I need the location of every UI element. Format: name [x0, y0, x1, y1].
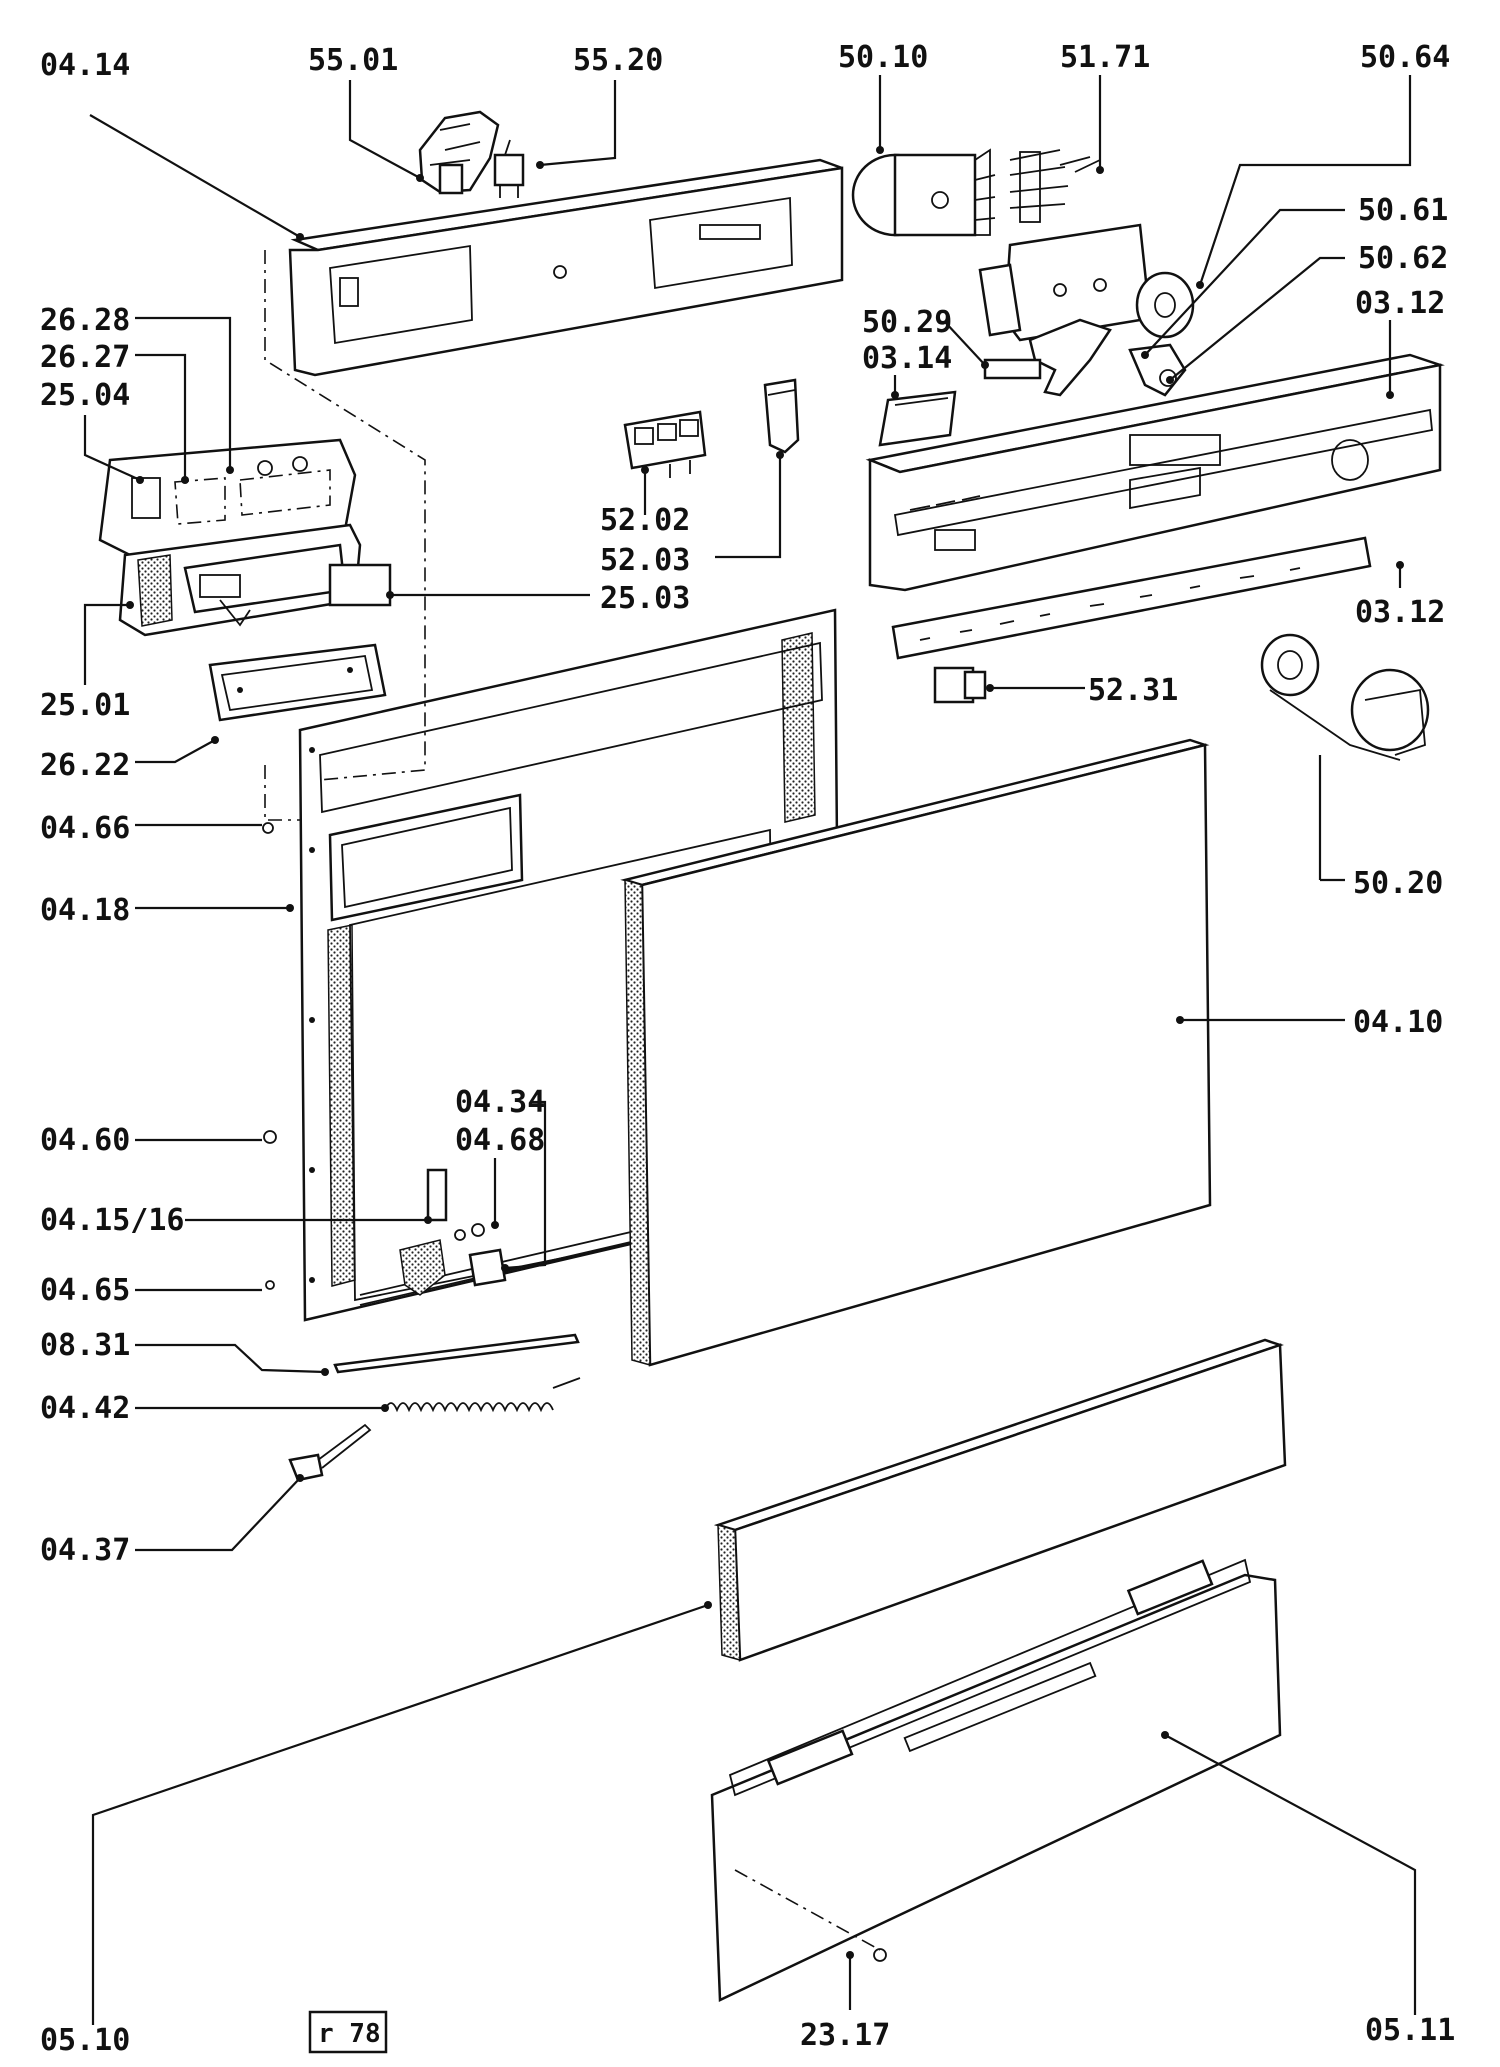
part-dispenser-body [118, 523, 392, 637]
part-connector [933, 666, 987, 704]
label-04-14: 04.14 [40, 48, 130, 83]
label-51-71: 51.71 [1060, 40, 1150, 75]
label-26-28: 26.28 [40, 303, 130, 338]
label-04-65: 04.65 [40, 1273, 130, 1308]
part-small-cover [878, 390, 957, 447]
label-04-15-16: 04.15/16 [40, 1203, 185, 1238]
label-52-03: 52.03 [600, 543, 690, 578]
label-55-20: 55.20 [573, 43, 663, 78]
label-03-12-top: 03.12 [1355, 286, 1445, 321]
part-outer-door-panel [620, 738, 1212, 1367]
part-terminal-block [623, 410, 707, 480]
label-52-31: 52.31 [1088, 673, 1178, 708]
label-08-31: 08.31 [40, 1328, 130, 1363]
part-decal-strip [891, 536, 1372, 660]
label-05-10: 05.10 [40, 2023, 130, 2058]
part-micro-switch [493, 139, 525, 198]
label-03-12-bottom: 03.12 [1355, 595, 1445, 630]
label-23-17: 23.17 [800, 2018, 890, 2053]
label-04-34: 04.34 [455, 1085, 545, 1120]
part-labels: 04.14 55.01 55.20 50.10 51.71 50.64 50.6… [40, 40, 1455, 2058]
label-50-10: 50.10 [838, 40, 928, 75]
part-timer-motor [851, 148, 1101, 237]
part-hinge-lever [288, 1423, 372, 1482]
label-50-62: 50.62 [1358, 241, 1448, 276]
part-dispenser-gasket [208, 643, 387, 722]
label-55-01: 55.01 [308, 43, 398, 78]
label-50-61: 50.61 [1358, 193, 1448, 228]
part-door-spring [384, 1377, 581, 1413]
part-door-latch [399, 1168, 507, 1296]
part-kick-plate [713, 1338, 1287, 1662]
label-26-22: 26.22 [40, 748, 130, 783]
label-04-37: 04.37 [40, 1533, 130, 1568]
label-04-42: 04.42 [40, 1391, 130, 1426]
label-50-64: 50.64 [1360, 40, 1450, 75]
label-04-10: 04.10 [1353, 1005, 1443, 1040]
label-25-04: 25.04 [40, 378, 130, 413]
label-04-60: 04.60 [40, 1123, 130, 1158]
label-05-11: 05.11 [1365, 2013, 1455, 2048]
label-03-14: 03.14 [862, 341, 952, 376]
label-04-68: 04.68 [455, 1123, 545, 1158]
label-26-27: 26.27 [40, 340, 130, 375]
label-52-02: 52.02 [600, 503, 690, 538]
label-50-29: 50.29 [862, 305, 952, 340]
label-50-20: 50.20 [1353, 866, 1443, 901]
label-25-03: 25.03 [600, 581, 690, 616]
part-control-knob [1260, 633, 1430, 761]
part-hinge-rod [333, 1333, 580, 1374]
part-terminal-bracket [763, 378, 800, 454]
part-control-panel [865, 353, 1445, 592]
part-top-rail-bracket [288, 158, 844, 377]
label-04-66: 04.66 [40, 811, 130, 846]
part-screws [262, 822, 277, 1290]
part-switch-bracket [418, 110, 500, 195]
label-25-01: 25.01 [40, 688, 130, 723]
part-program-disc [1135, 271, 1195, 339]
figure-code: r 78 [318, 2019, 381, 2049]
part-timer-body [978, 223, 1150, 342]
part-plinth-panel [710, 1558, 1282, 2002]
label-04-18: 04.18 [40, 893, 130, 928]
leader-lines [83, 75, 1417, 2025]
figure-code-box: r 78 [308, 2010, 388, 2054]
